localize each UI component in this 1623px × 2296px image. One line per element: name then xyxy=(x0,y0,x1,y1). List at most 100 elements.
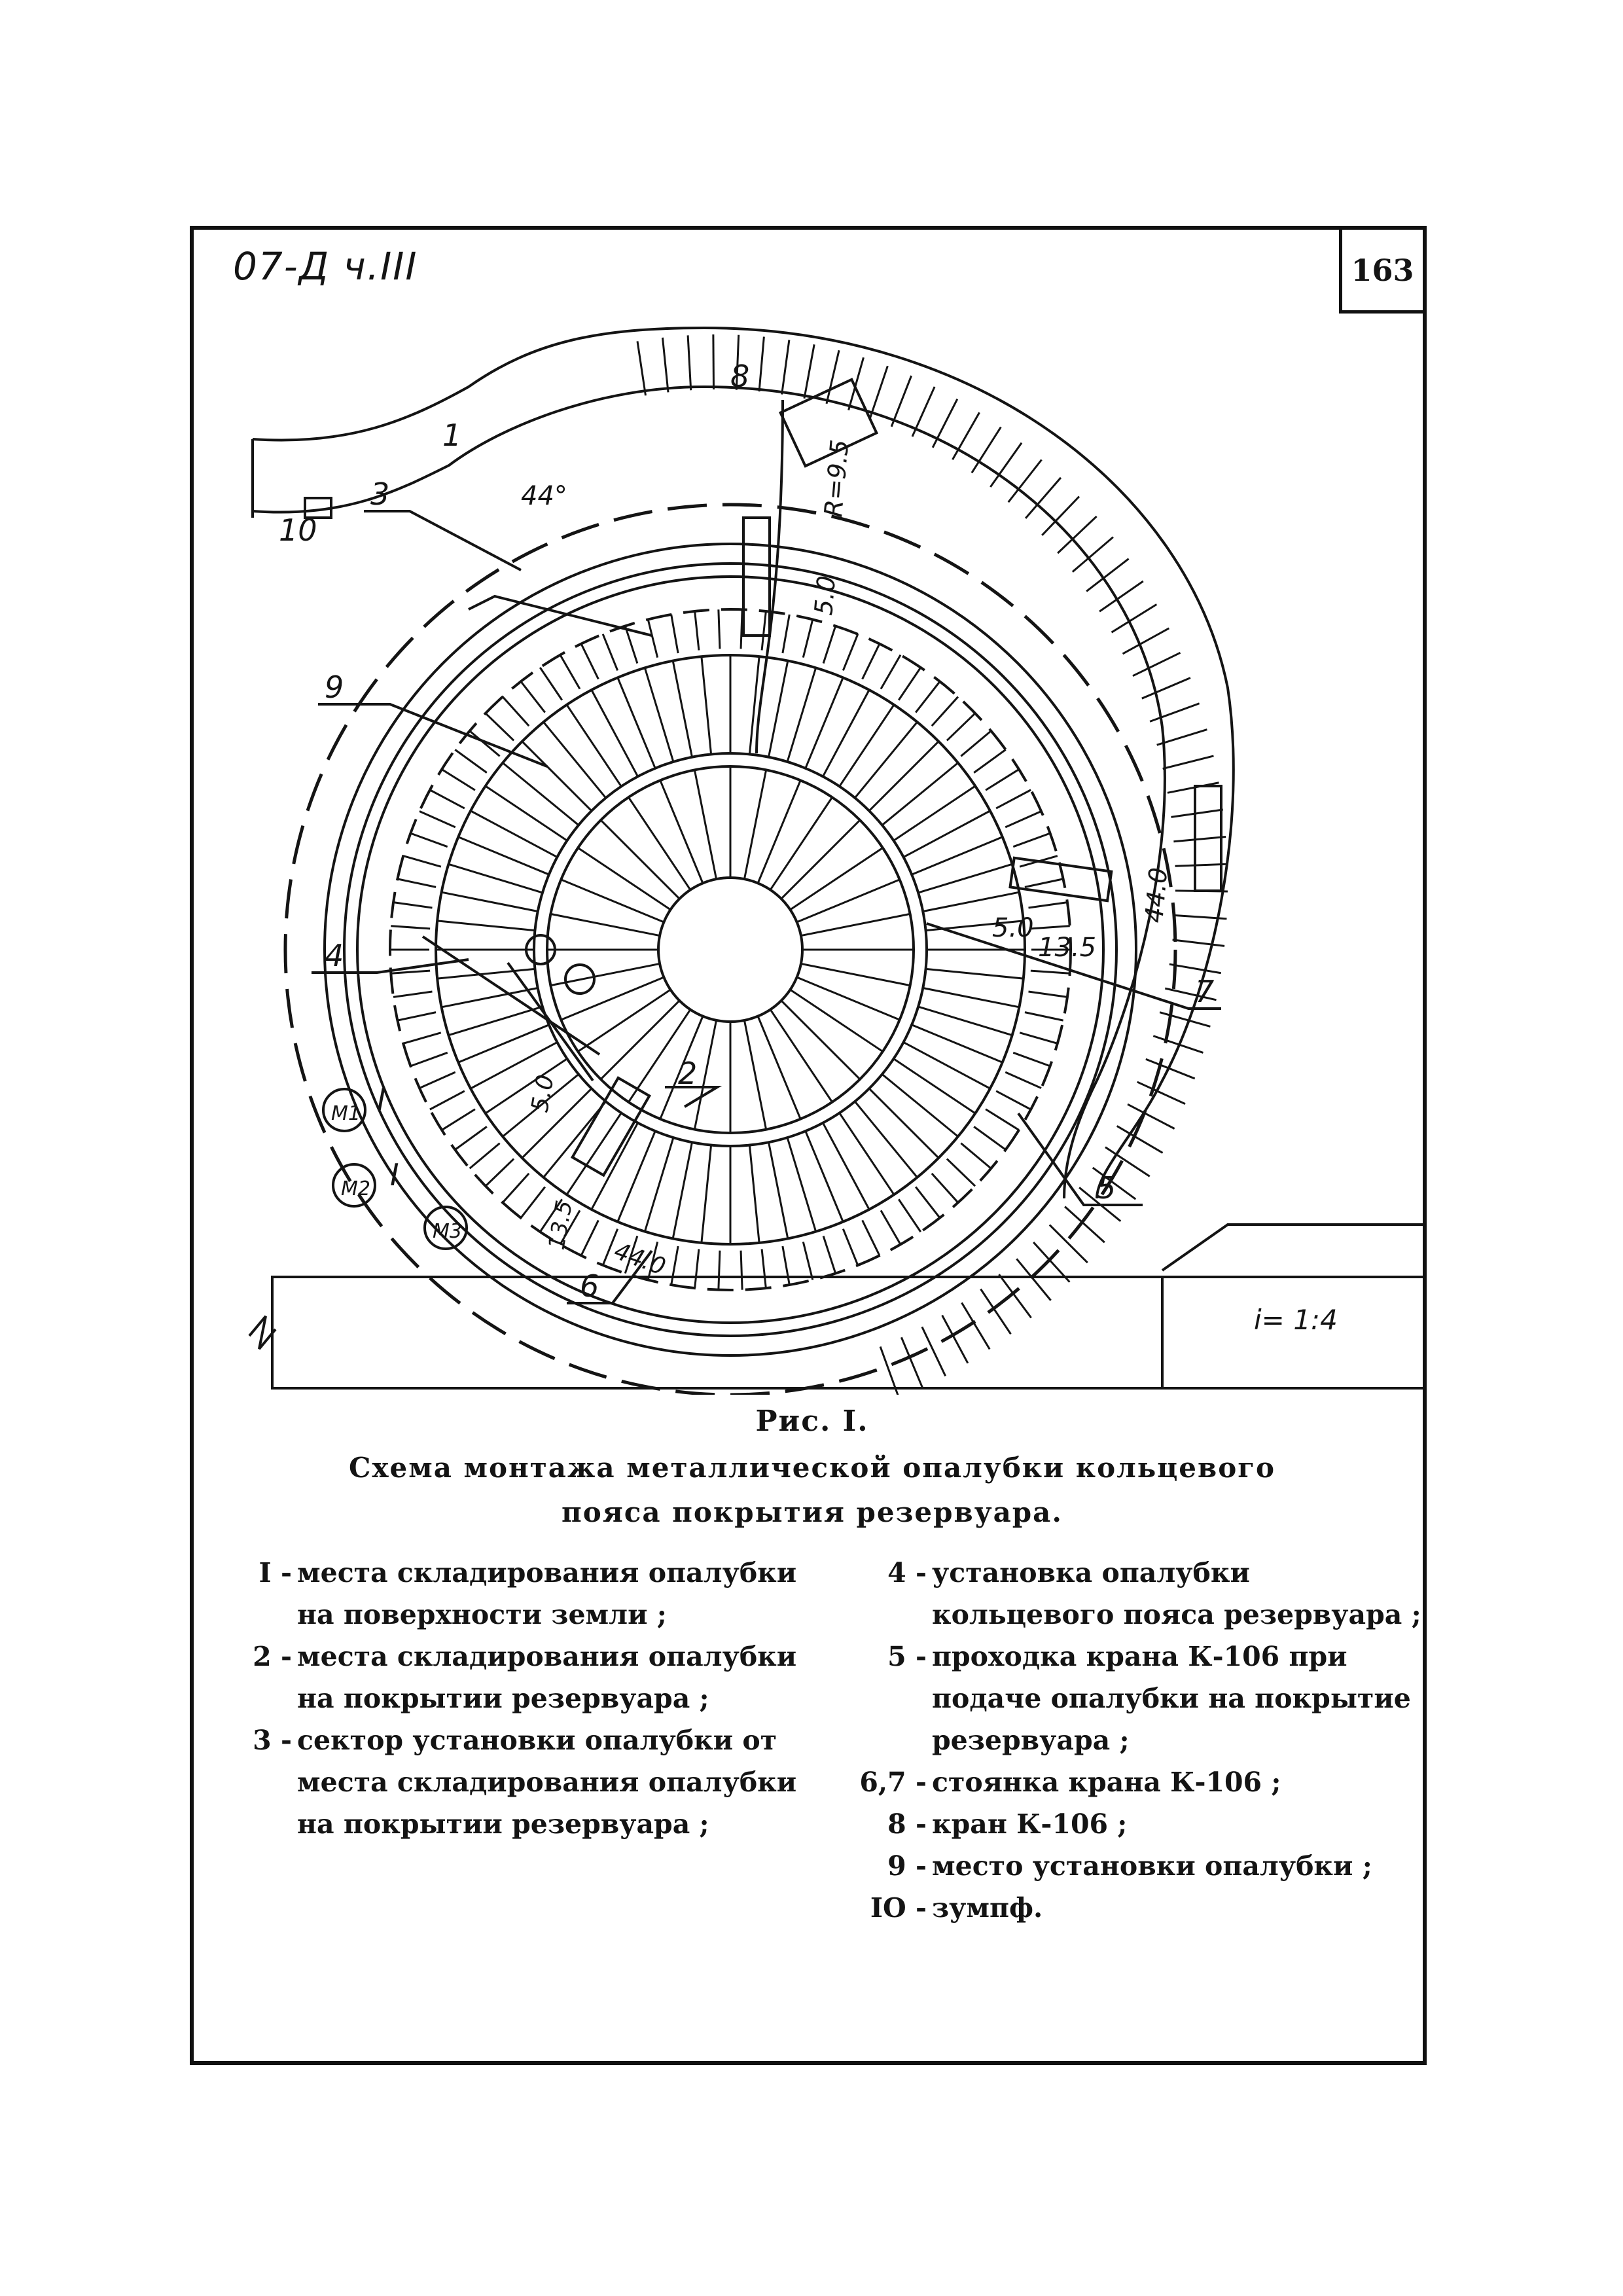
access-road-inner xyxy=(252,385,1166,1199)
roof-rib-outer xyxy=(671,1141,693,1239)
formwork-panel-tick xyxy=(670,614,679,654)
roof-rib-outer xyxy=(643,667,675,762)
crane-path-dashed xyxy=(283,503,1177,1395)
legend-item-text: стоянка крана К-106 ; xyxy=(932,1767,1281,1798)
roof-rib-outer xyxy=(448,863,543,894)
formwork-panel-tick xyxy=(410,832,448,848)
formwork-panel-tick xyxy=(402,1031,442,1045)
road-hatch-line xyxy=(911,386,936,437)
formwork-panel-tick xyxy=(694,611,700,651)
roof-rib xyxy=(628,797,692,891)
formwork-panel-tick xyxy=(501,1172,530,1204)
legend-item: 3 - сектор установки опалубки от места с… xyxy=(220,1719,835,1845)
formwork-panel-tick xyxy=(391,925,431,930)
formwork-panel-tick xyxy=(520,681,546,713)
formwork-panel-tick xyxy=(1005,1071,1042,1089)
roof-rib xyxy=(599,819,681,900)
road-hatch-line xyxy=(941,1314,969,1364)
legend-item-text: кран К-106 ; xyxy=(932,1808,1128,1840)
roof-rib xyxy=(550,912,660,937)
roof-rib-outer xyxy=(918,863,1013,894)
road-hatch-line xyxy=(1172,939,1225,947)
legend-item-number: 3 - xyxy=(253,1725,292,1756)
formwork-panel-tick xyxy=(880,654,902,690)
formwork-panel-tick xyxy=(397,1011,437,1022)
roof-rib-outer xyxy=(457,836,550,876)
formwork-panel-tick xyxy=(931,696,959,727)
road-hatch-line xyxy=(825,350,840,404)
marker-m3 xyxy=(423,1206,468,1250)
formwork-panel-tick xyxy=(520,1186,546,1219)
road-hatch-line xyxy=(998,1274,1032,1319)
road-hatch-line xyxy=(1132,651,1181,677)
roof-rib-outer xyxy=(868,740,940,812)
roof-rib-outer xyxy=(502,1073,580,1138)
roof-rib-outer xyxy=(822,689,870,778)
road-hatch-line xyxy=(1099,580,1144,613)
ground-strip xyxy=(248,1223,1423,1390)
label-dim-50-right: 5.0 xyxy=(992,913,1034,943)
roof-rib-outer xyxy=(470,810,558,858)
formwork-panel-tick xyxy=(995,1090,1031,1111)
legend-item: 6,7 - стоянка крана К-106 ; xyxy=(842,1761,1424,1803)
formwork-panel-tick xyxy=(580,1219,599,1257)
tank-wall-outer xyxy=(343,562,1118,1337)
formwork-stack-left xyxy=(570,1076,651,1177)
leader-6 xyxy=(567,1249,653,1304)
roof-rib xyxy=(743,1020,768,1130)
roof-rib-outer xyxy=(448,1005,543,1037)
legend-item-number: 9 - xyxy=(887,1850,927,1882)
roof-rib-outer xyxy=(700,1145,713,1243)
roof-rib-outer xyxy=(671,660,693,758)
roof-rib-outer xyxy=(616,1130,656,1223)
road-hatch-line xyxy=(1092,1166,1137,1200)
formwork-panel-tick xyxy=(454,1126,488,1151)
formwork-panel-tick xyxy=(601,634,619,672)
formwork-panel-tick xyxy=(402,855,442,868)
formwork-panel-tick xyxy=(647,1241,659,1280)
formwork-panel-tick xyxy=(694,1249,700,1289)
formwork-panel-tick xyxy=(429,1090,465,1111)
road-hatch-line xyxy=(1033,1242,1071,1283)
legend-item-text: место установки опалубки ; xyxy=(932,1850,1372,1882)
leader-7 xyxy=(926,922,1221,1010)
formwork-panel-tick xyxy=(802,1241,814,1280)
formwork-panel-tick xyxy=(973,1126,1007,1151)
formwork-panel-tick xyxy=(670,1246,679,1285)
formwork-panel-tick xyxy=(1024,878,1063,888)
road-hatch-line xyxy=(781,340,791,395)
label-6: 6 xyxy=(580,1268,599,1304)
roof-rib xyxy=(796,878,901,924)
formwork-panel-tick xyxy=(1012,1051,1051,1067)
label-1: 1 xyxy=(442,418,461,453)
label-dim-r95: R=9.5 xyxy=(819,439,854,518)
roof-rib-outer xyxy=(441,891,539,912)
roof-rib-outer xyxy=(590,689,639,778)
roof-rib-outer xyxy=(786,667,817,762)
road-hatch-line xyxy=(1173,836,1226,843)
legend-item-number: 6,7 - xyxy=(859,1767,927,1798)
label-dim-440-right: 44.0 xyxy=(1139,867,1173,924)
formwork-panel-tick xyxy=(559,654,581,690)
roof-rib xyxy=(693,770,718,880)
roof-rib-outer xyxy=(804,1130,844,1223)
formwork-panel-tick xyxy=(1028,901,1068,909)
legend-item: I - места складирования опалубки на пове… xyxy=(220,1552,835,1636)
label-4: 4 xyxy=(325,938,344,973)
roof-rib-outer xyxy=(822,1122,870,1210)
roof-rib xyxy=(743,770,768,880)
formwork-panel-tick xyxy=(717,609,721,649)
formwork-panel-tick xyxy=(915,681,941,713)
legend-item-text: сектор установки опалубки от места склад… xyxy=(297,1725,797,1840)
roof-rib-outer xyxy=(521,1088,592,1159)
arrow-m-2 xyxy=(507,961,594,1082)
road-hatch-line xyxy=(636,341,647,396)
road-hatch-line xyxy=(961,1302,991,1350)
formwork-panel-tick xyxy=(501,696,530,727)
leader-1 xyxy=(468,594,652,637)
formwork-panel-tick xyxy=(419,810,456,829)
formwork-panel-tick xyxy=(469,1142,501,1170)
roof-rib-outer xyxy=(893,785,976,842)
roof-rib xyxy=(560,976,664,1021)
roof-rib-outer xyxy=(768,660,789,758)
